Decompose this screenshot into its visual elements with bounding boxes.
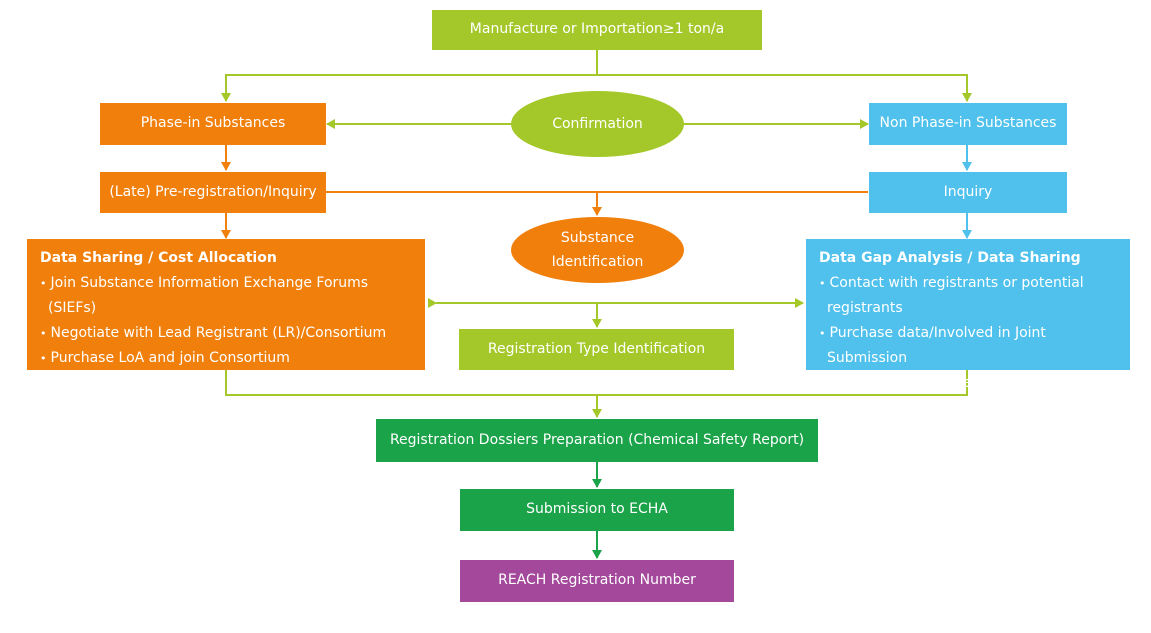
data-sharing-box: Data Sharing / Cost Allocation Join Subs… bbox=[27, 239, 425, 391]
dossier-box: Registration Dossiers Preparation (Chemi… bbox=[376, 419, 818, 462]
list-item: Purchase data/Involved in Joint Submissi… bbox=[819, 321, 1122, 371]
reach-number-label: REACH Registration Number bbox=[498, 572, 696, 589]
confirmation-label: Confirmation bbox=[552, 115, 643, 132]
list-item: Proceed with new tests bbox=[40, 371, 417, 396]
dossier-label: Registration Dossiers Preparation (Chemi… bbox=[389, 431, 805, 448]
reach-number-box: REACH Registration Number bbox=[460, 560, 734, 602]
non-phase-in-box: Non Phase-in Substances bbox=[869, 103, 1067, 145]
phase-in-box: Phase-in Substances bbox=[100, 103, 326, 145]
connector-top-split-right bbox=[597, 74, 972, 102]
registration-type-box: Registration Type Identification bbox=[459, 329, 734, 370]
pre-registration-box: (Late) Pre-registration/Inquiry bbox=[100, 172, 326, 213]
substance-identification-line-2: Identification bbox=[551, 254, 644, 270]
pre-registration-label: (Late) Pre-registration/Inquiry bbox=[109, 183, 317, 200]
manufacture-label: Manufacture or Importation≥1 ton/a bbox=[469, 21, 725, 38]
list-item: Contact with registrants or potential re… bbox=[819, 271, 1122, 321]
data-gap-heading: Data Gap Analysis / Data Sharing bbox=[819, 250, 1081, 266]
phase-in-label: Phase-in Substances bbox=[140, 115, 286, 132]
registration-type-label: Registration Type Identification bbox=[487, 340, 706, 357]
list-item: Proceed with new tests bbox=[819, 371, 1122, 396]
connector-top-split bbox=[221, 50, 598, 102]
list-item: Purchase LoA and join Consortium bbox=[40, 346, 417, 371]
data-sharing-list: Join Substance Information Exchange Foru… bbox=[40, 271, 417, 396]
substance-identification-line-1: Substance bbox=[560, 229, 635, 246]
submission-label: Submission to ECHA bbox=[526, 501, 668, 518]
inquiry-label: Inquiry bbox=[943, 183, 993, 200]
submission-box: Submission to ECHA bbox=[460, 489, 734, 531]
data-gap-box: Data Gap Analysis / Data Sharing Contact… bbox=[806, 239, 1130, 391]
non-phase-in-label: Non Phase-in Substances bbox=[879, 115, 1057, 132]
list-item: Negotiate with Lead Registrant (LR)/Cons… bbox=[40, 321, 417, 346]
data-gap-list: Contact with registrants or potential re… bbox=[819, 271, 1122, 396]
confirmation-oval: Confirmation bbox=[511, 91, 684, 157]
manufacture-box: Manufacture or Importation≥1 ton/a bbox=[432, 10, 762, 50]
inquiry-box: Inquiry bbox=[869, 172, 1067, 213]
list-item: Join Substance Information Exchange Foru… bbox=[40, 271, 417, 321]
substance-identification-oval: Substance Identification bbox=[511, 217, 684, 283]
data-sharing-heading: Data Sharing / Cost Allocation bbox=[40, 250, 277, 266]
